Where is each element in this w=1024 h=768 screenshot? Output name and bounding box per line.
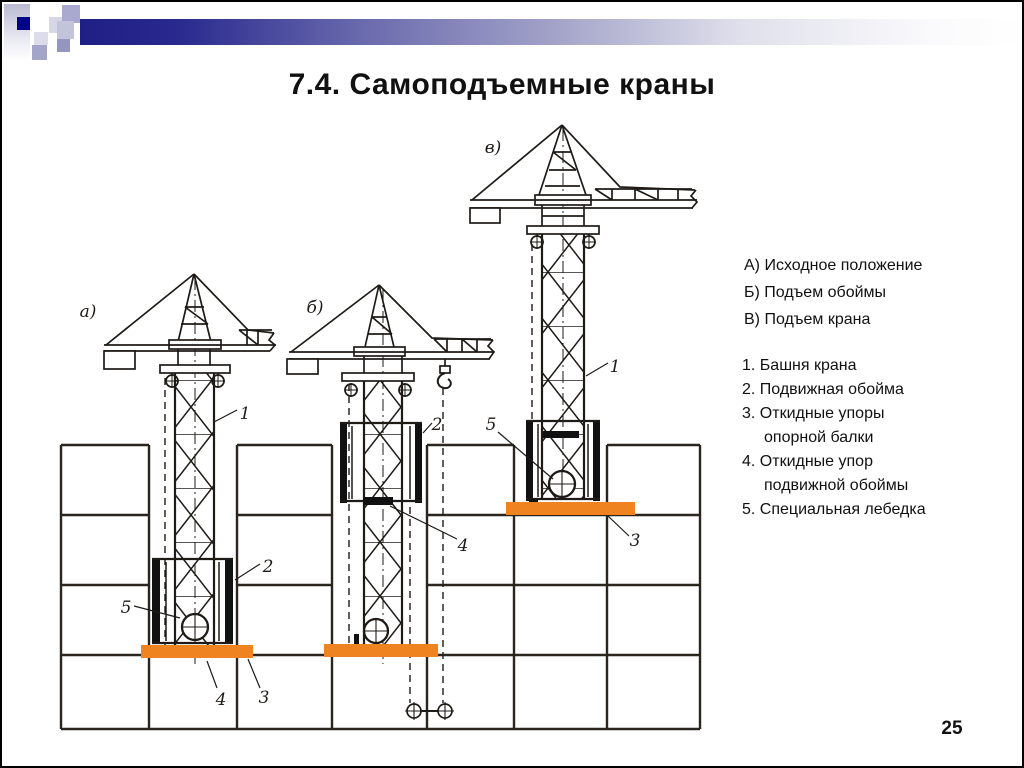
legend-part: 1. Башня крана — [742, 357, 857, 374]
page-number: 25 — [941, 718, 963, 739]
beam-a — [141, 645, 253, 658]
page-title: 7.4. Самоподъемные краны — [288, 68, 716, 101]
callout-1: 1 — [610, 357, 621, 377]
callout-3: 3 — [259, 688, 270, 708]
legend-part: 2. Подвижная обойма — [742, 381, 904, 398]
header-left-strip — [4, 4, 30, 60]
stage-label-v: в) — [485, 138, 502, 158]
beam-v — [506, 502, 635, 515]
callout-4: 4 — [215, 690, 227, 710]
diagram-labels: а) б) в) 1 1 2 2 5 5 4 3 4 3 — [80, 138, 641, 710]
decor-square — [57, 21, 74, 39]
crane-b — [286, 284, 496, 720]
stage-label-b: б) — [306, 298, 323, 318]
decor-square — [34, 32, 48, 45]
legend-mode-a: А) Исходное положение — [744, 257, 923, 274]
legend-part-continuation: подвижной обоймы — [764, 477, 909, 494]
support-beams — [141, 502, 635, 658]
callout-3: 3 — [630, 531, 641, 551]
decor-square — [62, 5, 80, 23]
stage-label-a: а) — [80, 302, 97, 322]
legend-part-continuation: опорной балки — [764, 429, 874, 446]
crane-v — [469, 124, 699, 517]
legend-mode-v: В) Подъем крана — [744, 311, 871, 328]
callout-2: 2 — [431, 415, 443, 435]
crane-a — [103, 273, 277, 664]
callout-4: 4 — [457, 536, 469, 556]
header-gradient-bar — [80, 19, 1022, 45]
legend-mode-b: Б) Подъем обоймы — [744, 284, 887, 301]
callout-1: 1 — [240, 404, 251, 424]
beam-b — [324, 644, 438, 657]
legend-modes: А) Исходное положение Б) Подъем обоймы В… — [744, 252, 922, 333]
decor-square — [57, 39, 70, 52]
decor-square — [32, 45, 47, 60]
legend-part: 3. Откидные упоры — [742, 405, 885, 422]
legend-parts: 1. Башня крана 2. Подвижная обойма 3. От… — [742, 354, 926, 522]
legend-part: 5. Специальная лебедка — [742, 501, 926, 518]
legend-part: 4. Откидные упор — [742, 453, 873, 470]
callout-2: 2 — [262, 557, 274, 577]
callout-5: 5 — [486, 415, 497, 435]
decor-square-navy — [17, 17, 30, 30]
callout-leaders — [133, 362, 630, 689]
building-grid — [59, 443, 702, 731]
callout-5: 5 — [121, 598, 132, 618]
